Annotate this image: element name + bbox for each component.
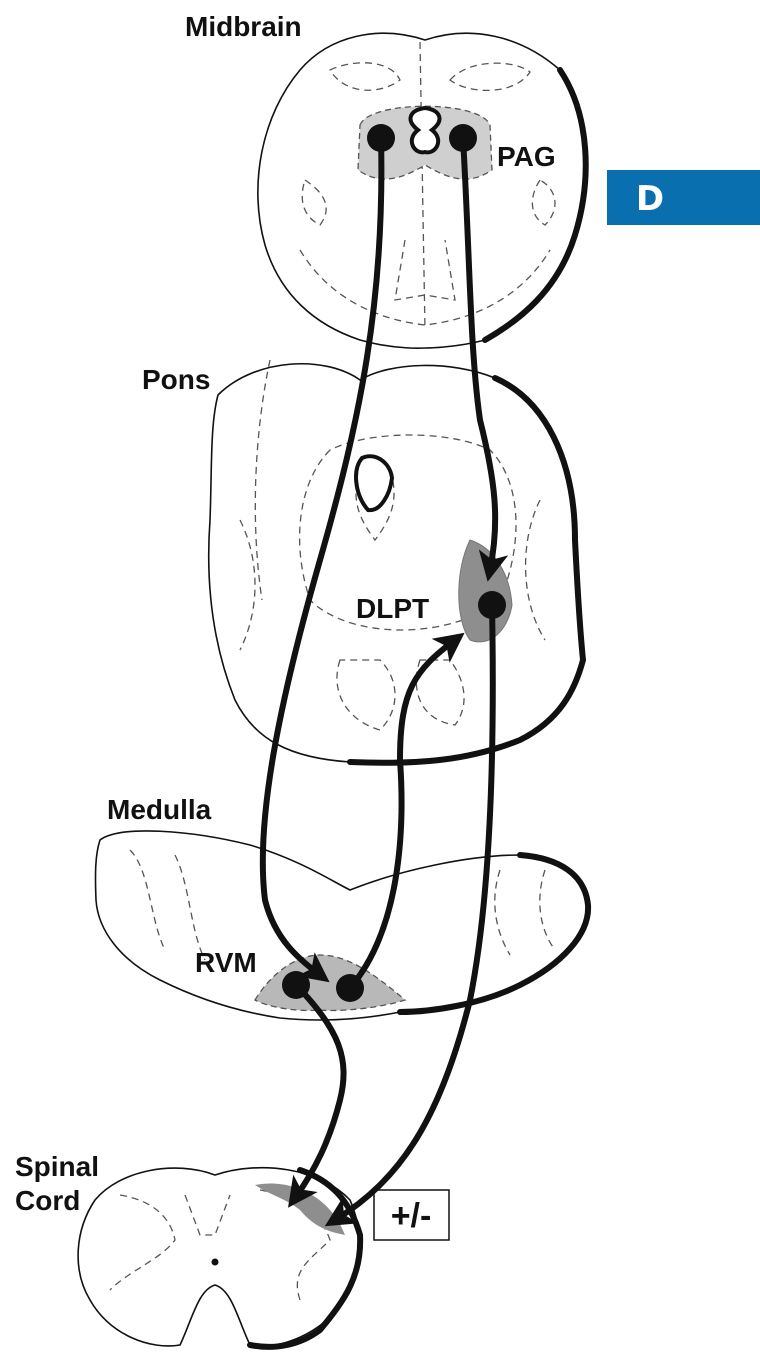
pag-to-rvm-projection bbox=[259, 135, 385, 983]
neuron-cell-bodies bbox=[282, 124, 506, 1002]
pag-label: PAG bbox=[497, 141, 556, 172]
panel-badge: D bbox=[607, 170, 760, 225]
spinal-cord-label-line2: Cord bbox=[15, 1185, 80, 1216]
dlpt-neuron bbox=[478, 591, 506, 619]
pag-neuron-right bbox=[449, 124, 477, 152]
midbrain-label: Midbrain bbox=[185, 11, 302, 42]
rvm-neuron-left bbox=[282, 971, 310, 999]
dorsal-horn-region bbox=[255, 1183, 345, 1235]
badge-label: D bbox=[636, 179, 664, 219]
spinal-cord-label-line1: Spinal bbox=[15, 1151, 99, 1182]
modulation-box: +/- bbox=[373, 1189, 450, 1241]
modulation-label: +/- bbox=[391, 1197, 432, 1235]
rvm-neuron-right bbox=[336, 974, 364, 1002]
medulla-label: Medulla bbox=[107, 794, 212, 825]
badge-background bbox=[607, 170, 760, 225]
projection-pathways bbox=[259, 135, 509, 1227]
central-canal bbox=[211, 1258, 219, 1266]
spinal-cord-section: Spinal Cord +/- bbox=[15, 1151, 450, 1350]
pons-section: Pons DLPT bbox=[142, 359, 586, 766]
cerebral-aqueduct bbox=[408, 105, 442, 155]
dlpt-to-spinal-projection bbox=[324, 602, 496, 1227]
pag-neuron-left bbox=[367, 124, 395, 152]
rvm-to-spinal-projection bbox=[288, 982, 347, 1208]
midbrain-section: Midbrain PAG bbox=[185, 11, 589, 349]
rvm-label: RVM bbox=[195, 947, 257, 978]
fourth-ventricle bbox=[354, 454, 395, 513]
pons-label: Pons bbox=[142, 364, 210, 395]
pag-to-dlpt-projection bbox=[460, 135, 509, 582]
dlpt-label: DLPT bbox=[356, 593, 429, 624]
rvm-to-dlpt-projection bbox=[347, 632, 465, 991]
